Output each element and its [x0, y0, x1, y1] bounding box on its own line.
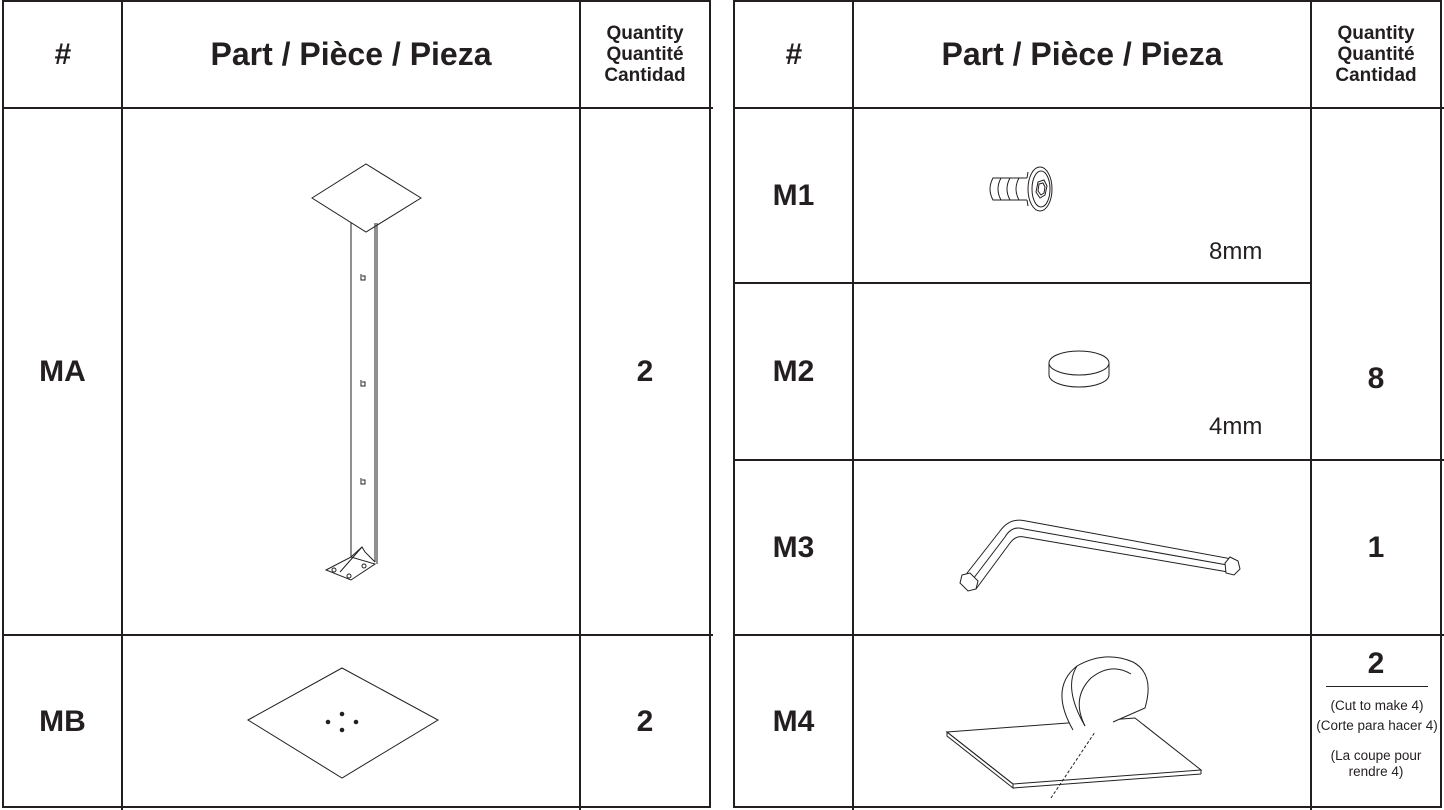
floor-plate-icon [244, 662, 444, 782]
part-id-m3: M3 [772, 530, 815, 564]
quantity-mb: 2 [636, 705, 654, 738]
header-number: # [785, 37, 802, 71]
part-id-ma: MA [39, 354, 86, 388]
parts-table-left: # Part / Pièce / Pieza Quantity Quantité… [2, 0, 713, 810]
size-label-m1: 8mm [1209, 238, 1263, 265]
quantity-m3: 1 [1367, 530, 1385, 564]
flat-head-screw-icon [985, 162, 1105, 232]
size-label-m2: 4mm [1209, 413, 1263, 440]
table-leg-icon [304, 152, 424, 602]
bumper-pad-icon [1045, 347, 1115, 397]
header-part: Part / Pièce / Pieza [210, 36, 492, 72]
quantity-ma: 2 [636, 354, 654, 388]
m4-note-fr-line1: (La coupe pour [1330, 747, 1422, 763]
header-quantity-es: Cantidad [604, 65, 686, 86]
adhesive-strip-icon [945, 652, 1205, 792]
m4-note-en: (Cut to make 4) [1330, 697, 1424, 713]
header-number: # [54, 37, 71, 71]
header-quantity-fr: Quantité [1337, 44, 1415, 65]
header-quantity: Quantity Quantité Cantidad [1312, 2, 1440, 107]
m4-note-fr-line2: rendre 4) [1348, 763, 1404, 779]
part-id-m2: M2 [772, 354, 815, 388]
header-part: Part / Pièce / Pieza [941, 36, 1223, 72]
parts-table-right: # Part / Pièce / Pieza Quantity Quantité… [733, 0, 1444, 810]
header-quantity-en: Quantity [1337, 23, 1415, 44]
quantity-m4: 2 [1367, 647, 1385, 680]
part-id-m1: M1 [772, 178, 815, 212]
part-id-m4: M4 [772, 705, 815, 738]
header-quantity-fr: Quantité [606, 44, 684, 65]
quantity-m1-m2: 8 [1367, 362, 1385, 395]
header-quantity-en: Quantity [606, 23, 684, 44]
part-id-mb: MB [39, 705, 86, 738]
header-quantity-es: Cantidad [1335, 65, 1417, 86]
hex-key-icon [950, 507, 1250, 597]
m4-note-es: (Corte para hacer 4) [1316, 717, 1438, 733]
header-quantity: Quantity Quantité Cantidad [581, 2, 709, 107]
